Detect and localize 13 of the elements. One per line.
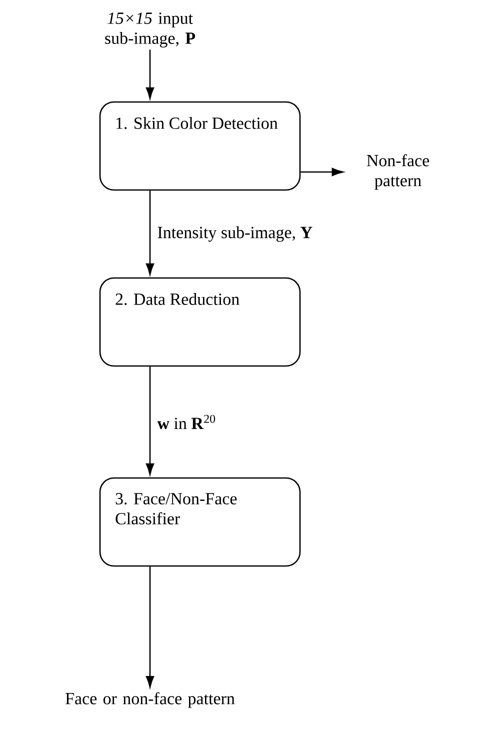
node-text: 15×15 input sub-image, P xyxy=(105,12,196,48)
edge-label: Intensity sub-image, Y xyxy=(158,226,312,242)
node-text: Face or non-face pattern xyxy=(66,692,235,708)
node-text: Non-face pattern xyxy=(366,154,430,190)
process-box: 2. Data Reduction xyxy=(99,277,301,367)
edge-label: w in R$^{20}$ xyxy=(157,414,216,430)
process-box: 3. Face/Non-Face Classifier xyxy=(99,477,301,567)
process-box: 1. Skin Color Detection xyxy=(99,101,301,191)
arrow xyxy=(146,50,154,99)
arrow xyxy=(146,190,154,275)
arrow xyxy=(300,168,344,176)
arrow xyxy=(146,366,154,475)
arrow xyxy=(146,566,154,688)
